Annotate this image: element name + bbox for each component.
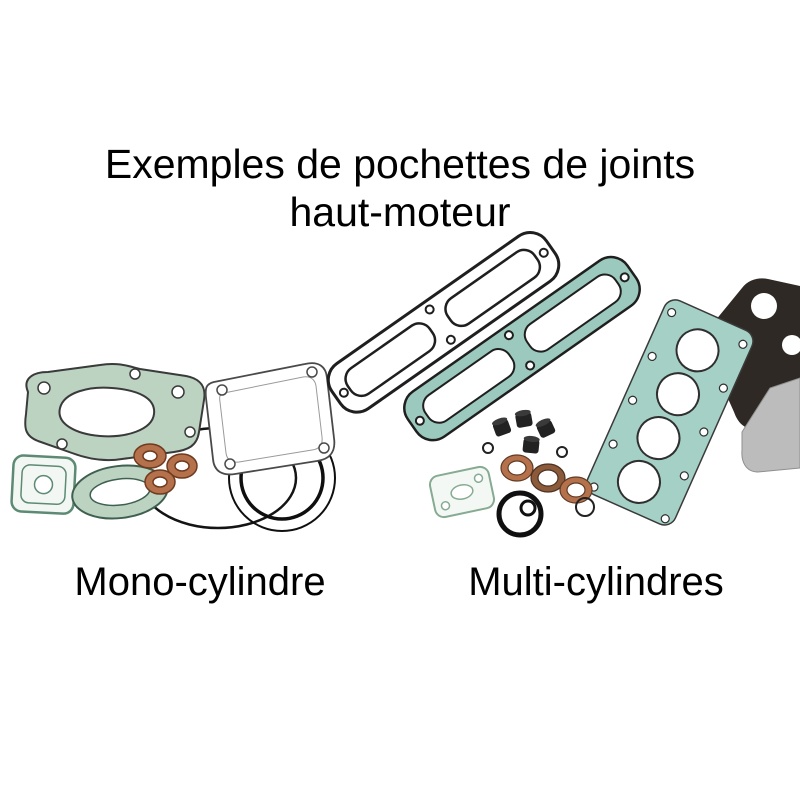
copper-rings-icon xyxy=(500,454,593,504)
cover-gasket-outline-icon xyxy=(204,362,336,476)
page-title: Exemples de pochettes de joints haut-mot… xyxy=(0,140,800,237)
o-ring-with-seal-icon xyxy=(496,490,595,538)
reed-valve-gasket-icon xyxy=(10,454,77,515)
carb-gasket-icon xyxy=(428,465,496,519)
mono-cylinder-gasket-set xyxy=(10,362,336,532)
valve-cover-gasket-white-icon xyxy=(326,231,561,414)
copper-washers-icon xyxy=(133,443,198,495)
caption-mono-cylindre: Mono-cylindre xyxy=(74,560,326,604)
page-title-line1: Exemples de pochettes de joints xyxy=(104,141,696,187)
gray-cover-gasket-icon xyxy=(741,377,800,473)
valve-cover-gasket-teal-icon xyxy=(403,255,641,442)
cylinder-base-gasket-icon xyxy=(24,362,206,462)
page-title-line2: haut-moteur xyxy=(289,189,511,236)
multi-cylinder-gasket-set xyxy=(326,231,800,538)
caption-multi-cylindres: Multi-cylindres xyxy=(468,560,724,604)
dark-cover-hole xyxy=(751,293,777,319)
valve-stem-seals-icon xyxy=(482,409,568,458)
head-gasket-4cyl-icon xyxy=(585,299,754,526)
dark-cover-hole xyxy=(782,335,800,355)
